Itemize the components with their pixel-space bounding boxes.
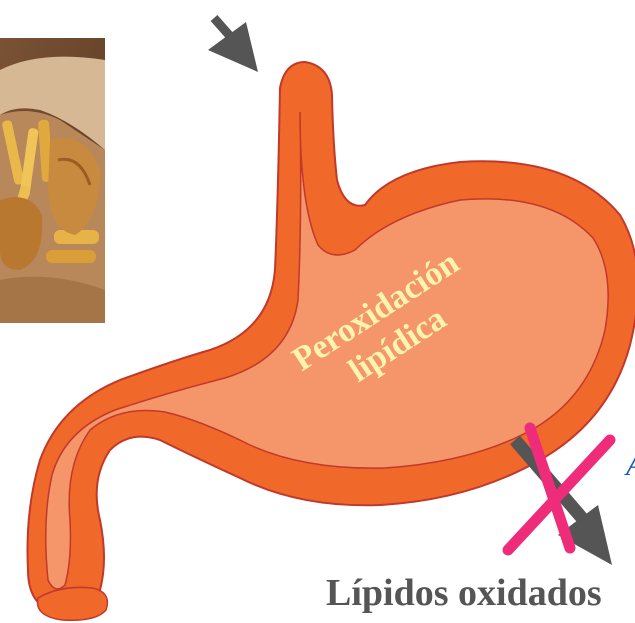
arrow-down-right-icon <box>208 18 258 72</box>
bottom-label: Lípidos oxidados <box>326 572 602 614</box>
fried-food-photo <box>0 38 105 323</box>
edge-letter: A <box>624 446 635 482</box>
pyloric-end <box>38 587 108 620</box>
